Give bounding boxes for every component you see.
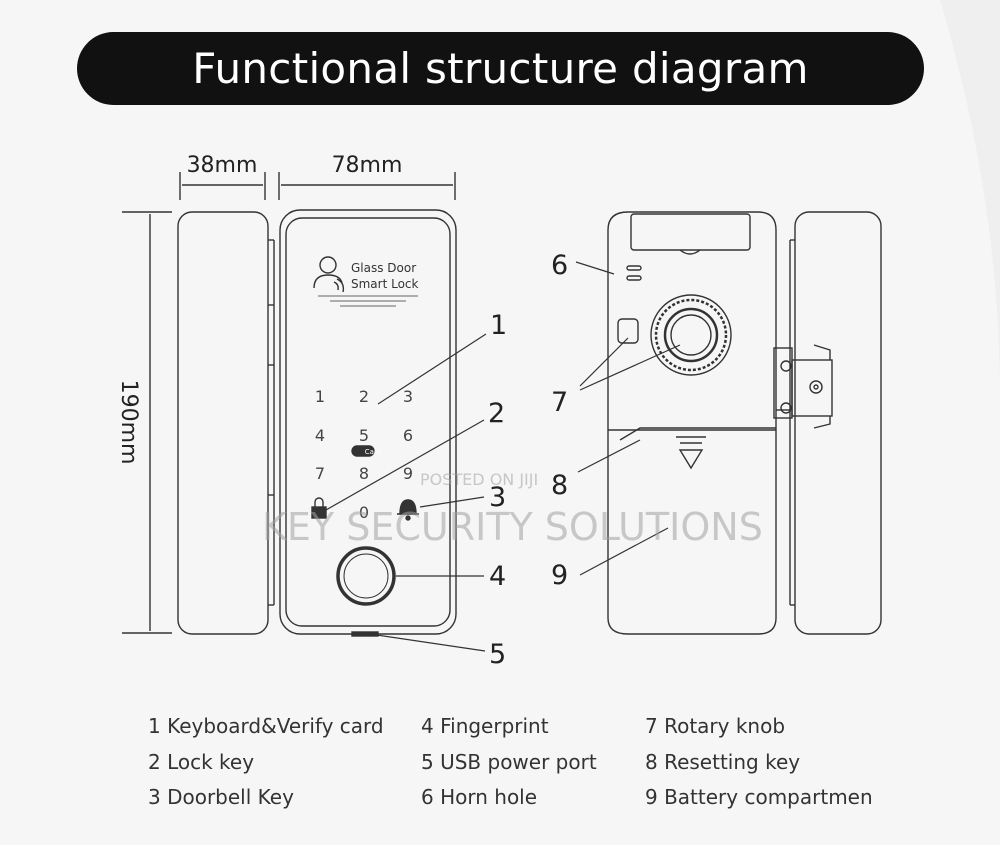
- side-view-right: [789, 211, 882, 635]
- user-icon: [313, 256, 345, 293]
- fingerprint-sensor: [336, 546, 396, 606]
- legend-item-8: 8 Resetting key: [645, 750, 801, 774]
- key-2: 2: [359, 387, 369, 406]
- key-7: 7: [315, 464, 325, 483]
- key-9: 9: [403, 464, 413, 483]
- legend-item-5: 5 USB power port: [421, 750, 597, 774]
- watermark-company: KEY SECURITY SOLUTIONS: [262, 505, 763, 549]
- legend-item-3: 3 Doorbell Key: [148, 785, 294, 809]
- callout-2: 2: [488, 398, 505, 429]
- key-4: 4: [315, 426, 325, 445]
- watermark-posted: POSTED ON JIJI: [420, 470, 539, 489]
- callout-8: 8: [551, 470, 568, 501]
- key-6: 6: [403, 426, 413, 445]
- key-1: 1: [315, 387, 325, 406]
- dim-height: 190mm: [116, 380, 141, 465]
- page-title: Functional structure diagram: [192, 44, 809, 93]
- legend-item-7: 7 Rotary knob: [645, 714, 786, 738]
- keypad: 1 2 3 4 5 6 7 8 9 0: [315, 387, 413, 522]
- dim-width-front: 78mm: [332, 153, 403, 178]
- key-8: 8: [359, 464, 369, 483]
- side-view-left: [177, 211, 275, 635]
- key-5: 5: [359, 426, 369, 445]
- leader-lines: [325, 261, 681, 652]
- legend-item-1: 1 Keyboard&Verify card: [148, 714, 384, 738]
- title-banner: Functional structure diagram: [77, 32, 924, 105]
- dim-width-side: 38mm: [187, 153, 258, 178]
- card-badge-label: Card: [365, 448, 381, 456]
- brand-line-2: Smart Lock: [351, 277, 419, 291]
- front-panel: [279, 209, 457, 637]
- bell-icon: [397, 499, 419, 521]
- legend-item-9: 9 Battery compartmen: [645, 785, 873, 809]
- card-badge: [351, 445, 375, 457]
- callout-6: 6: [551, 250, 568, 281]
- callout-7: 7: [551, 387, 568, 418]
- usb-port: [351, 631, 379, 637]
- brand-line-1: Glass Door: [351, 261, 416, 275]
- key-0: 0: [359, 503, 369, 522]
- rotary-knob: [650, 294, 732, 376]
- battery-arrow-icon: [676, 436, 706, 470]
- back-view: [607, 211, 793, 635]
- callout-9: 9: [551, 560, 568, 591]
- background-decoration: [940, 0, 1000, 400]
- callout-5: 5: [489, 639, 506, 670]
- latch: [780, 344, 833, 429]
- callout-3: 3: [489, 482, 506, 513]
- key-3: 3: [403, 387, 413, 406]
- callout-4: 4: [489, 561, 506, 592]
- legend-item-6: 6 Horn hole: [421, 785, 538, 809]
- dimension-lines: [122, 172, 456, 634]
- lock-icon: [311, 497, 327, 519]
- legend-item-2: 2 Lock key: [148, 750, 255, 774]
- callout-1: 1: [490, 310, 507, 341]
- legend-item-4: 4 Fingerprint: [421, 714, 549, 738]
